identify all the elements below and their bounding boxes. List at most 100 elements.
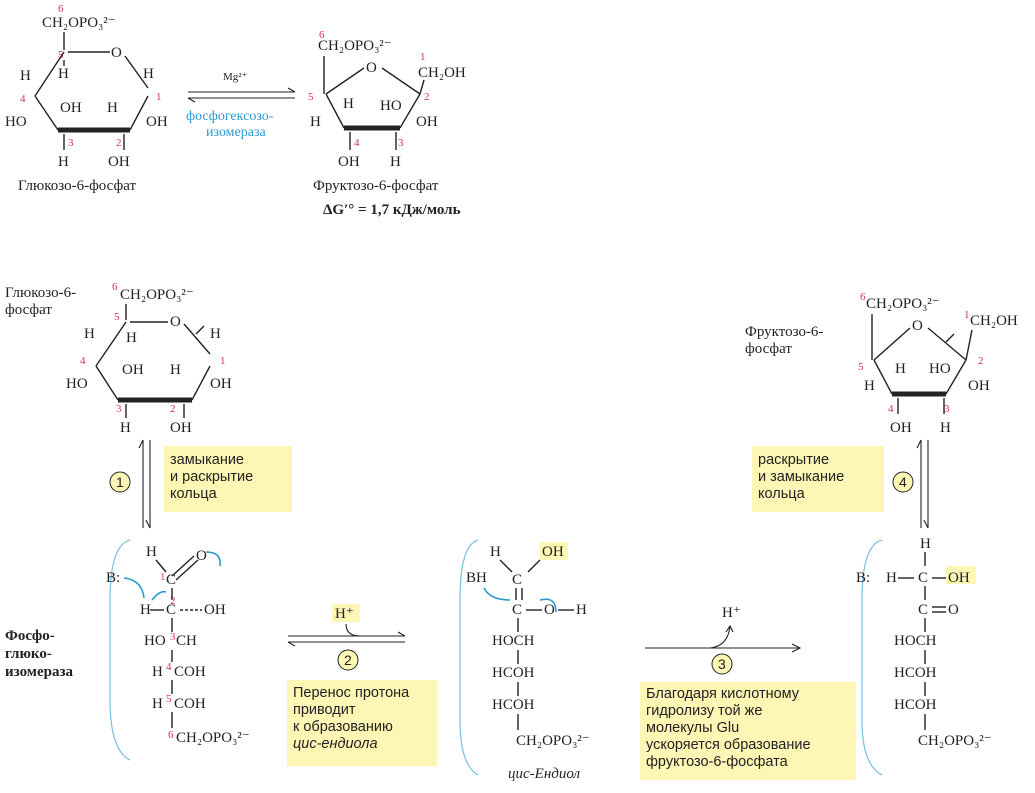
fructose-ho-c3: HO [380,98,402,114]
enediol-c6: CH₂OPO₃²⁻ [516,733,590,749]
svg-text:1: 1 [156,91,162,103]
step-1-line-2: и раскрытие [170,469,253,485]
svg-text:H: H [576,602,587,618]
glucose-c6-label: CH₂OPO₃²⁻ [42,15,116,31]
step-4-line-1: раскрытие [758,452,829,468]
cofactor-label: Mg²⁺ [223,71,248,83]
step-3: H⁺ 3 Благодаря кислотному гидролизу той … [640,605,856,780]
svg-text:4: 4 [80,355,86,367]
svg-text:HO: HO [144,633,166,649]
glucose-oh-c3: OH [60,100,82,116]
svg-text:1: 1 [420,51,426,63]
svg-text:C: C [166,572,176,588]
mech-f6p-label-2: фосфат [745,341,792,357]
mech-g6p-h-c4-top: H [84,326,95,342]
mech-f6p-h-c4: H [895,361,906,377]
enediol-c3: HOCH [492,633,535,649]
svg-text:6: 6 [168,729,174,741]
svg-text:4: 4 [166,661,172,673]
glucose-h-c1: H [143,66,154,82]
mech-g6p-h-c5: H [126,330,137,346]
delta-g: ΔG′° = 1,7 кДж/моль [323,202,461,218]
svg-text:COH: COH [174,664,206,680]
glucose-h-c5: H [58,66,69,82]
mech-g6p-h-c2: H [170,362,181,378]
open-fructose-c3: HOCH [894,633,937,649]
svg-text:H: H [152,664,163,680]
step-2: H⁺ 2 Перенос протона приводит к образова… [287,604,437,766]
svg-text:5: 5 [58,49,64,61]
svg-text:O: O [948,602,959,618]
top-fructose-ring: 6 CH₂OPO₃²⁻ O 1 CH₂OH 2 5 H H HO OH 4 3 … [308,29,466,218]
fructose-oh-c4: OH [338,154,360,170]
svg-text:O: O [544,602,555,618]
svg-text:H: H [146,544,157,560]
svg-text:OH: OH [542,544,564,560]
mech-g6p-oh-c3: OH [122,362,144,378]
svg-text:6: 6 [58,3,64,15]
step-1-number: 1 [116,474,124,490]
svg-text:COH: COH [174,696,206,712]
base-h-label: BH [466,570,487,586]
svg-text:6: 6 [860,291,866,303]
mech-f6p-oh-c4: OH [890,420,912,436]
svg-text:5: 5 [308,91,314,103]
fructose-name: Фруктозо-6-фосфат [313,178,439,194]
open-fructose-c6: CH₂OPO₃²⁻ [918,733,992,749]
svg-text:3: 3 [170,631,176,643]
step-2-line-4: цис-ендиола [293,736,378,752]
step-3-number: 3 [718,656,726,672]
step-3-line-4: ускоряется образование [646,737,811,753]
mech-f6p-c1: CH₂OH [970,313,1018,329]
fructose-h-c5: H [310,114,321,130]
svg-text:3: 3 [944,403,950,415]
mech-glucose-ring: Глюкозо-6- фосфат 6 CH₂OPO₃²⁻ 5 O H H H … [5,281,232,436]
step-4-line-2: и замыкание [758,469,844,485]
svg-text:2: 2 [116,137,122,149]
glucose-h-c3: H [58,154,69,170]
svg-text:1: 1 [160,571,166,583]
svg-text:4: 4 [888,403,894,415]
svg-text:1: 1 [220,355,226,367]
mech-g6p-c6: CH₂OPO₃²⁻ [120,287,194,303]
mech-f6p-oh-c2: OH [968,378,990,394]
step-3-line-2: гидролизу той же [646,703,762,719]
step-4-number: 4 [899,474,907,490]
fructose-h-c4: H [343,96,354,112]
step-3-line-3: молекулы Glu [646,720,739,736]
svg-text:O: O [196,548,207,564]
glucose-oh-c1: OH [146,114,168,130]
fructose-h-c3: H [390,154,401,170]
step-2-number: 2 [344,652,352,668]
enzyme-side-3: изомераза [5,664,74,680]
glucose-h-c4: H [20,68,31,84]
svg-text:6: 6 [112,281,118,293]
step-1: 1 замыкание и раскрытие кольца [109,439,292,529]
mech-open-fructose: H B: H C OH C O HOCH HCOH HCOH CH₂OPO₃²⁻ [856,536,992,776]
mech-fructose-ring: Фруктозо-6- фосфат 6 CH₂OPO₃²⁻ O 1 CH₂OH… [745,291,1018,436]
fructose-oh-c2: OH [416,114,438,130]
svg-text:OH: OH [204,602,226,618]
top-glucose-ring: 6 CH₂OPO₃²⁻ 5 O H H 4 H 1 HO OH H OH 3 2… [5,3,168,194]
h-plus-in: H⁺ [335,606,354,622]
base-label-2: B: [856,570,870,586]
fructose-c6-label: CH₂OPO₃²⁻ [318,38,392,54]
step-2-line-1: Перенос протона [293,685,410,701]
mech-g6p-oh-c2: OH [170,420,192,436]
open-fructose-c4: HCOH [894,665,937,681]
svg-text:H: H [490,544,501,560]
mech-f6p-c6: CH₂OPO₃²⁻ [866,296,940,312]
svg-text:CH: CH [176,633,197,649]
svg-text:OH: OH [948,570,970,586]
svg-text:C: C [512,572,522,588]
svg-text:2: 2 [170,595,176,607]
mech-g6p-label-2: фосфат [5,302,52,318]
step-4: 4 раскрытие и замыкание кольца [752,439,929,529]
open-glucose-c6: CH₂OPO₃²⁻ [176,730,250,746]
svg-text:H: H [140,602,151,618]
base-label: B: [106,570,120,586]
enediol-c5: HCOH [492,697,535,713]
svg-text:2: 2 [170,403,176,415]
open-fructose-c5: HCOH [894,697,937,713]
